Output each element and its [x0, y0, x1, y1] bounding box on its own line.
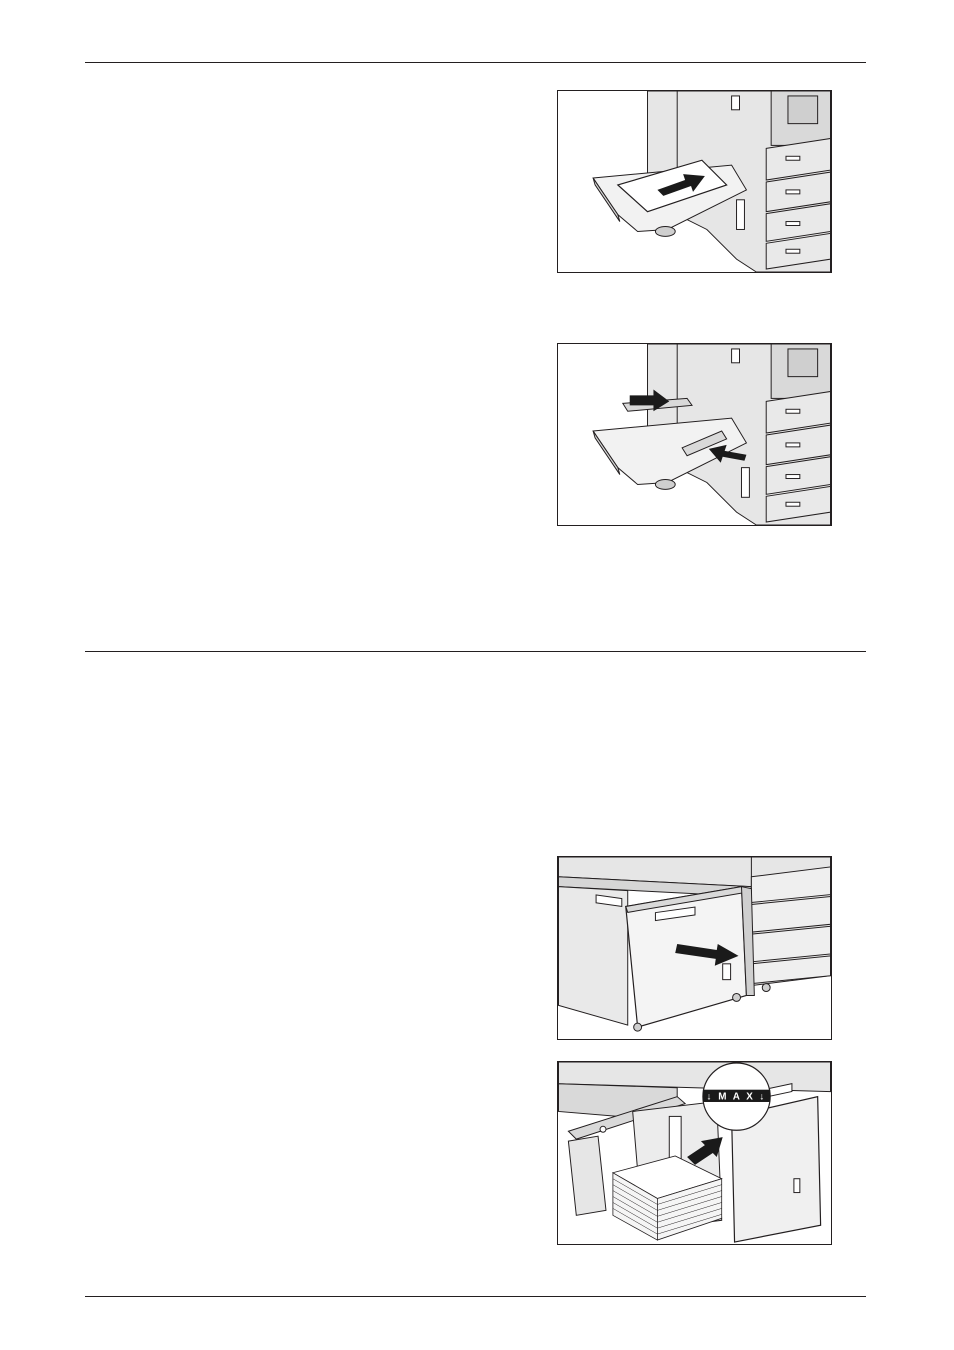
printer-illustration — [558, 344, 831, 525]
printer-illustration: ↓ M A X ↓ — [558, 1062, 831, 1244]
figure-hcf-tray-load-paper: ↓ M A X ↓ — [557, 1061, 832, 1245]
printer-illustration — [558, 91, 831, 272]
bottom-rule — [85, 1296, 866, 1297]
figure-bypass-tray-load-paper — [557, 90, 832, 273]
figure-hcf-tray-pull-out — [557, 856, 832, 1040]
max-label: ↓ M A X ↓ — [707, 1092, 767, 1103]
figure-bypass-tray-adjust-guides — [557, 343, 832, 526]
printer-illustration — [558, 857, 831, 1039]
section-rule — [85, 651, 866, 652]
top-rule — [85, 62, 866, 63]
